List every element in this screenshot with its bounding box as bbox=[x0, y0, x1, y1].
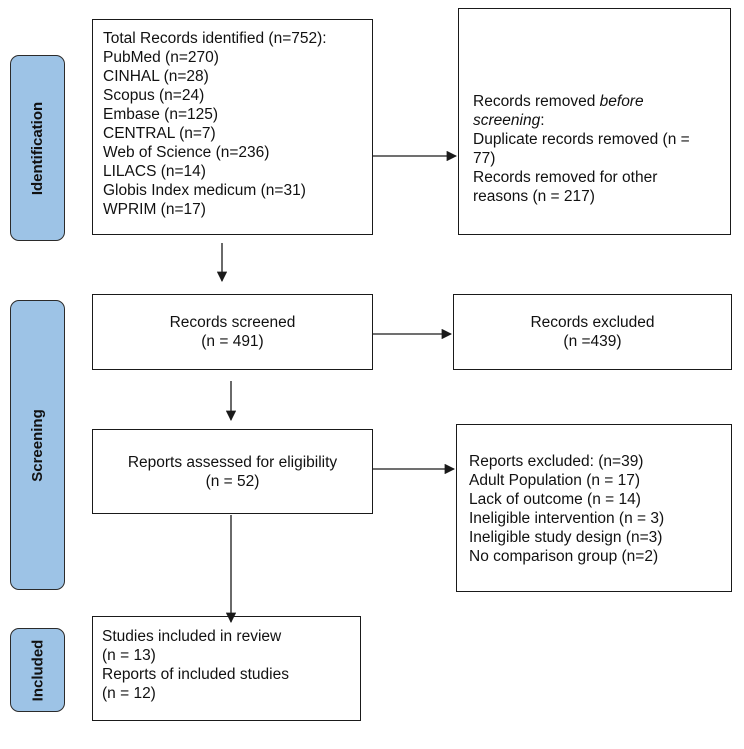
studies-included-label: Studies included in review bbox=[102, 628, 282, 645]
source-line: Embase (n=125) bbox=[103, 106, 219, 123]
removed-heading-line2: screening: bbox=[473, 112, 545, 129]
studies-included-count: (n = 13) bbox=[102, 647, 156, 664]
source-line: WPRIM (n=17) bbox=[103, 201, 206, 218]
other-removed-line: Records removed for other bbox=[473, 169, 658, 186]
records-removed-box: Records removed before screening: Duplic… bbox=[458, 8, 731, 235]
exclusion-reason: Lack of outcome (n = 14) bbox=[469, 491, 641, 508]
exclusion-reason: Adult Population (n = 17) bbox=[469, 472, 641, 489]
eligibility-label: Reports assessed for eligibility bbox=[127, 453, 338, 471]
records-identified-box: Total Records identified (n=752): PubMed… bbox=[92, 19, 373, 235]
eligibility-count: (n = 52) bbox=[205, 472, 260, 490]
reports-excluded-box: Reports excluded: (n=39) Adult Populatio… bbox=[456, 424, 732, 592]
screened-label: Records screened bbox=[169, 314, 296, 331]
total-records-line: Total Records identified (n=752): bbox=[103, 30, 327, 47]
other-removed-count-line: reasons (n = 217) bbox=[473, 188, 595, 205]
removed-heading-line1: Records removed before bbox=[473, 93, 644, 110]
records-screened-box: Records screened (n = 491) bbox=[92, 294, 373, 370]
source-line: Globis Index medicum (n=31) bbox=[103, 182, 306, 199]
screened-count: (n = 491) bbox=[201, 333, 264, 350]
reports-included-label: Reports of included studies bbox=[102, 666, 289, 683]
source-line: PubMed (n=270) bbox=[103, 49, 219, 66]
reports-included-count: (n = 12) bbox=[102, 685, 156, 702]
phase-identification: Identification bbox=[10, 55, 65, 241]
eligibility-box: Reports assessed for eligibility (n = 52… bbox=[92, 429, 373, 514]
exclusion-reason: Ineligible intervention (n = 3) bbox=[469, 510, 665, 527]
exclusion-reason: No comparison group (n=2) bbox=[469, 548, 659, 565]
source-line: Web of Science (n=236) bbox=[103, 144, 270, 161]
source-line: CINHAL (n=28) bbox=[103, 68, 209, 85]
records-excluded-box: Records excluded (n =439) bbox=[453, 294, 732, 370]
studies-included-box: Studies included in review (n = 13) Repo… bbox=[92, 616, 361, 721]
duplicates-line: Duplicate records removed (n = bbox=[473, 131, 690, 148]
source-line: LILACS (n=14) bbox=[103, 163, 206, 180]
source-line: Scopus (n=24) bbox=[103, 87, 205, 104]
exclusion-reason: Ineligible study design (n=3) bbox=[469, 529, 663, 546]
excluded-count: (n =439) bbox=[563, 333, 622, 350]
phase-screening: Screening bbox=[10, 300, 65, 590]
reports-excluded-total: Reports excluded: (n=39) bbox=[469, 453, 644, 470]
source-line: CENTRAL (n=7) bbox=[103, 125, 216, 142]
excluded-label: Records excluded bbox=[530, 314, 655, 331]
duplicates-count-line: 77) bbox=[473, 150, 496, 167]
phase-included: Included bbox=[10, 628, 65, 712]
